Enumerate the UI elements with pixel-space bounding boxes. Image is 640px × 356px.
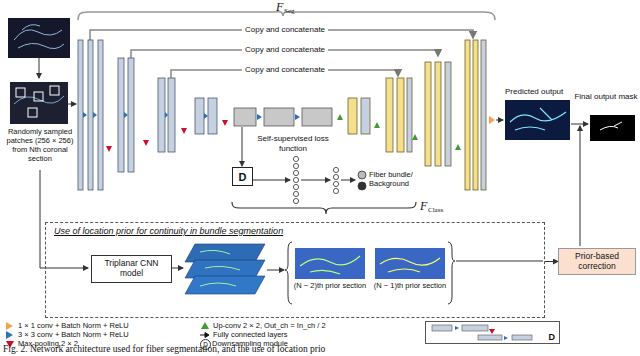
subscript: Seg: [284, 7, 295, 15]
loss-label: Self-supervised loss function: [254, 134, 332, 153]
legend-row: Fully connected layers: [200, 330, 288, 339]
input-caption: Randomly sampled patches (256 × 256) fro…: [2, 127, 78, 163]
dashed-region: Use of location prior for continuity in …: [45, 222, 545, 318]
color-swatch: [6, 322, 13, 330]
legend-swatch: [200, 322, 210, 330]
downsampling-box: D: [232, 167, 253, 186]
connector-arrow: [545, 261, 558, 262]
prior-label: (N − 2)th prior section: [293, 281, 367, 290]
legend-row: 1 × 1 conv + Batch Norm + ReLU: [5, 321, 129, 330]
node-label: D: [549, 332, 556, 342]
legend-row: 3 × 3 conv + Batch Norm + ReLU: [5, 330, 129, 339]
process-box: Triplanar CNN model: [91, 255, 172, 283]
figure-caption: Fig. 2. Network architecture used for fi…: [3, 344, 325, 355]
region-heading: Use of location prior for continuity in …: [54, 226, 283, 236]
legend-text: Up-conv 2 × 2, Out_ch = In_ch / 2: [213, 321, 326, 330]
legend-text: Fully connected layers: [213, 330, 288, 339]
output-label: Final output mask: [574, 92, 638, 102]
correction-box: Prior-based correction: [558, 248, 636, 275]
class-label: Fiber bundle/ Background: [369, 170, 423, 188]
legend-row: Up-conv 2 × 2, Out_ch = In_ch / 2: [200, 321, 326, 330]
color-swatch: [6, 331, 13, 339]
legend-text: 1 × 1 conv + Batch Norm + ReLU: [18, 321, 129, 330]
legend-swatch: [5, 331, 15, 339]
prior-label: (N − 1)th prior section: [373, 281, 447, 290]
function-symbol: F: [420, 199, 427, 213]
color-swatch: [201, 322, 209, 329]
node-label: Triplanar CNN model: [96, 259, 167, 279]
legend-swatch: [5, 322, 15, 330]
legend-swatch: [200, 331, 210, 339]
module-inset: D: [425, 321, 560, 344]
skip-label: Copy and concatenate: [242, 24, 328, 36]
function-symbol: F: [276, 0, 283, 14]
legend-text: 3 × 3 conv + Batch Norm + ReLU: [18, 330, 129, 339]
subscript: Class: [428, 206, 443, 214]
output-label: Predicted output: [505, 87, 563, 97]
node-label: D: [239, 171, 247, 183]
node-label: Prior-based correction: [562, 252, 632, 272]
arrow-sample: [200, 332, 209, 337]
skip-label: Copy and concatenate: [242, 44, 328, 56]
skip-label: Copy and concatenate: [242, 64, 328, 76]
